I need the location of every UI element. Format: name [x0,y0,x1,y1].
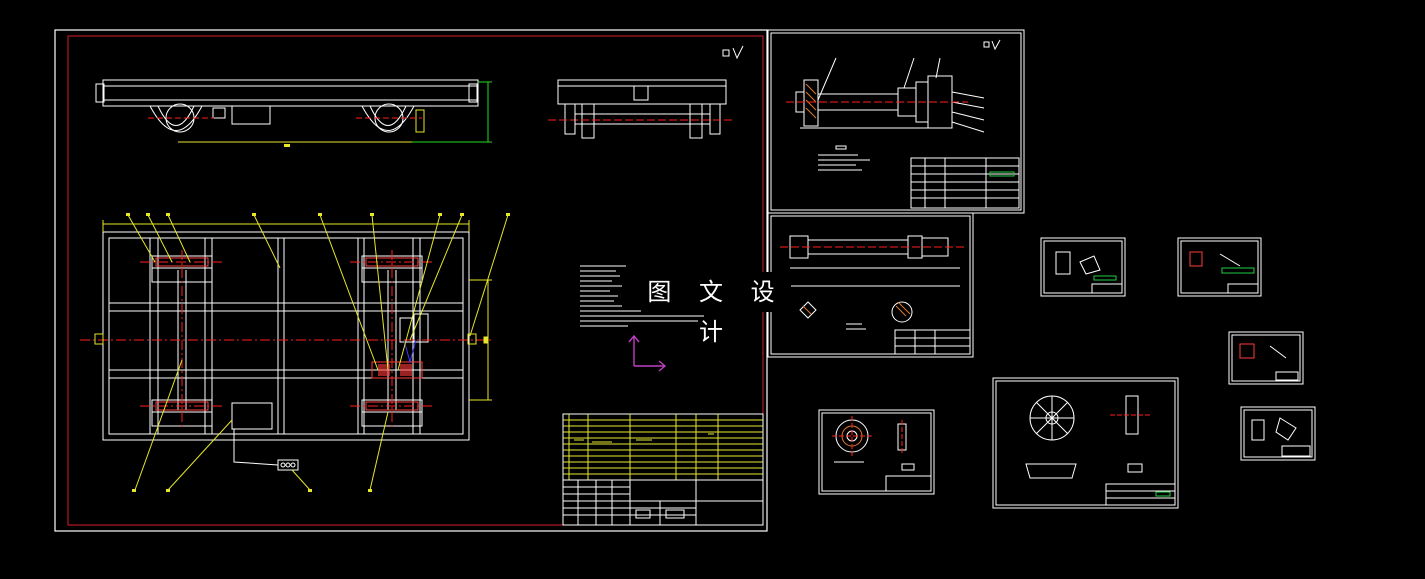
balloon-leaders [127,214,509,491]
roughness-symbol [722,45,744,60]
shaft-assembly-drawing[interactable] [767,29,1025,214]
title-block-table [562,413,764,526]
cart-plan-dimensions [94,220,492,401]
cart-elevation-view [95,79,492,147]
technical-requirements-text [580,265,704,327]
ucs-axis-icon [628,334,667,372]
small-part-drawing-4[interactable] [1240,406,1316,461]
wheel-part-drawing[interactable] [992,377,1179,509]
watermark-label: 图 文 设 计 [641,272,791,346]
cart-side-view [548,79,734,139]
small-part-drawing-2[interactable] [1177,237,1262,297]
small-part-drawing-1[interactable] [1040,237,1126,297]
flange-part-drawing[interactable] [818,409,935,495]
cart-plan-wheels [151,255,423,427]
main-assembly-drawing[interactable] [54,29,768,532]
axle-part-drawing[interactable] [767,212,974,358]
balloon-markers [126,213,510,492]
small-part-drawing-3[interactable] [1228,331,1304,385]
cart-plan-centerlines [80,250,492,430]
